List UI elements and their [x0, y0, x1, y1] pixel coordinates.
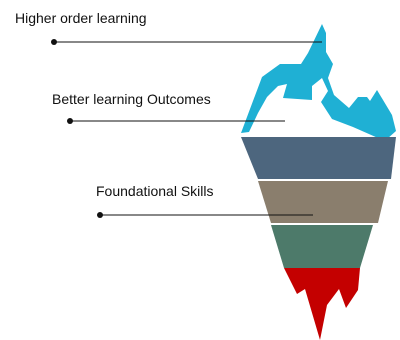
- label-foundational-skills: Foundational Skills: [96, 183, 214, 199]
- iceberg-layer-1: [241, 137, 396, 179]
- label-better-learning-outcomes: Better learning Outcomes: [52, 91, 211, 107]
- leader-dot-higher-order: [51, 39, 57, 45]
- label-higher-order-learning: Higher order learning: [15, 10, 147, 26]
- iceberg-layer-3: [271, 225, 373, 268]
- iceberg-layer-2: [258, 181, 388, 223]
- leader-dot-better-outcomes: [67, 118, 73, 124]
- leader-dot-foundational: [97, 212, 103, 218]
- iceberg-layer-4: [284, 268, 360, 340]
- iceberg-tip: [241, 24, 396, 146]
